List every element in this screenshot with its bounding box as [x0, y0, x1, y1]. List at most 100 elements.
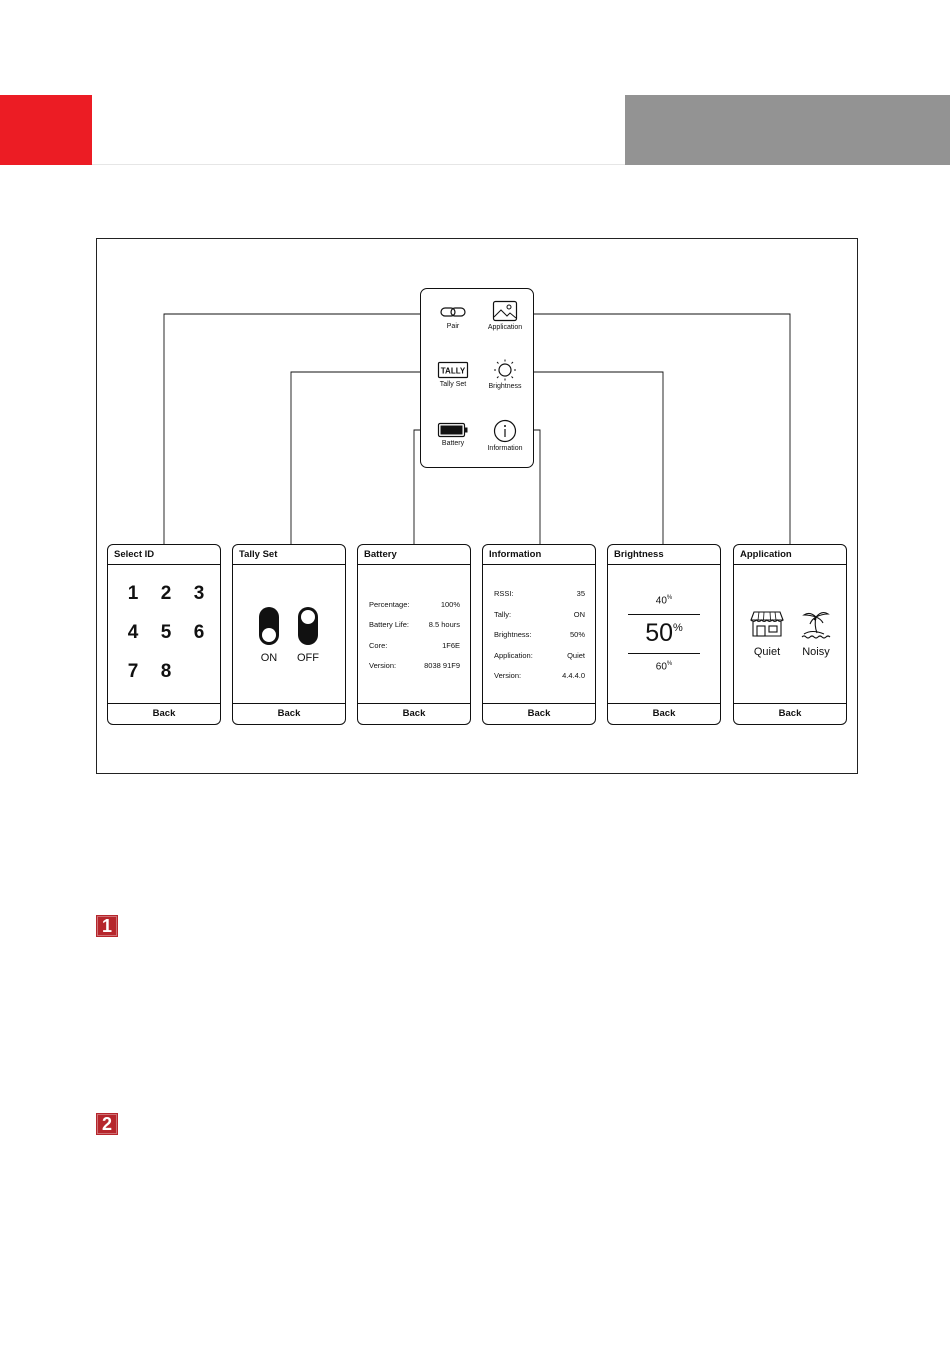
- battery-row: Version:8038 91F9: [369, 661, 460, 670]
- palm-tree-icon: [801, 611, 831, 639]
- row-value: 50%: [569, 630, 585, 639]
- row-value: 8.5 hours: [428, 620, 460, 629]
- tally-on-switch[interactable]: [259, 607, 279, 645]
- battery-row: Core: 1F6E: [369, 641, 460, 650]
- main-menu: Pair Application TALLY Tally Set Brightn…: [420, 288, 534, 468]
- row-key: Application:: [494, 651, 533, 660]
- tally-off-switch[interactable]: [298, 607, 318, 645]
- panel-select-id: Select ID 1 2 3 4 5 6 7 8 Back: [107, 544, 221, 725]
- id-key-7[interactable]: 7: [127, 661, 139, 682]
- row-value: ON: [573, 610, 585, 619]
- back-button[interactable]: Back: [358, 703, 470, 724]
- row-value: 4.4.4.0: [562, 671, 585, 680]
- info-row: Application: Quiet: [494, 651, 585, 660]
- info-row: Tally: ON: [494, 610, 585, 619]
- id-key-5[interactable]: 5: [160, 622, 172, 643]
- row-key: Version:: [369, 661, 397, 670]
- brightness-unit: %: [673, 622, 683, 634]
- menu-item-pair[interactable]: Pair: [428, 303, 478, 330]
- info-row: Brightness: 50%: [494, 630, 585, 639]
- menu-label: Pair: [446, 323, 460, 330]
- back-button[interactable]: Back: [483, 703, 595, 724]
- menu-label: Application: [487, 324, 523, 331]
- application-option-quiet[interactable]: Quiet: [744, 609, 790, 658]
- id-key-6[interactable]: 6: [193, 622, 205, 643]
- option-label: Quiet: [753, 646, 781, 658]
- info-icon: [493, 419, 517, 443]
- panel-tally-set: Tally Set ON OFF Back: [232, 544, 346, 725]
- panel-title: Select ID: [108, 545, 220, 565]
- tally-icon: TALLY: [437, 361, 469, 379]
- panel-brightness: Brightness 40% 50% 60% Back: [607, 544, 721, 725]
- row-value: 1F6E: [442, 641, 460, 650]
- brightness-value: 40: [655, 595, 667, 607]
- menu-label: Battery: [441, 440, 465, 447]
- header-divider: [92, 164, 625, 165]
- divider: [628, 614, 700, 615]
- brightness-option-lower[interactable]: 60%: [608, 661, 720, 672]
- brightness-option-upper[interactable]: 40%: [608, 595, 720, 606]
- menu-item-application[interactable]: Application: [480, 300, 530, 331]
- row-key: Core:: [369, 641, 388, 650]
- row-key: Tally:: [494, 610, 512, 619]
- menu-label: Brightness: [488, 383, 522, 390]
- panel-information: Information RSSI: 35 Tally: ON Brightness:…: [482, 544, 596, 725]
- panel-title: Battery: [358, 545, 470, 565]
- brightness-current: 50%: [608, 619, 720, 648]
- row-key: Battery Life:: [369, 620, 410, 629]
- brightness-unit: %: [666, 595, 673, 601]
- id-key-2[interactable]: 2: [160, 583, 172, 604]
- id-key-8[interactable]: 8: [160, 661, 172, 682]
- tally-icon-text: TALLY: [441, 367, 466, 376]
- row-key: Version:: [494, 671, 522, 680]
- panel-title: Brightness: [608, 545, 720, 565]
- menu-item-tally-set[interactable]: TALLY Tally Set: [428, 361, 478, 388]
- back-button[interactable]: Back: [108, 703, 220, 724]
- back-button[interactable]: Back: [233, 703, 345, 724]
- id-key-3[interactable]: 3: [193, 583, 205, 604]
- brightness-unit: %: [666, 661, 673, 667]
- panel-application: Application Quiet: [733, 544, 847, 725]
- id-key-1[interactable]: 1: [127, 583, 139, 604]
- battery-row: Percentage: 100%: [369, 600, 460, 609]
- option-label: Noisy: [802, 646, 830, 658]
- image-icon: [492, 300, 518, 322]
- row-value: 35: [576, 589, 585, 598]
- header-gray-block: [625, 95, 950, 165]
- battery-icon: [437, 422, 468, 438]
- row-value: 100%: [440, 600, 460, 609]
- switch-knob: [262, 628, 276, 642]
- panel-title: Application: [734, 545, 846, 565]
- id-key-4[interactable]: 4: [127, 622, 139, 643]
- info-row: RSSI: 35: [494, 589, 585, 598]
- battery-row: Battery Life: 8.5 hours: [369, 620, 460, 629]
- menu-label: Information: [487, 445, 523, 452]
- panel-title: Information: [483, 545, 595, 565]
- application-option-noisy[interactable]: Noisy: [793, 609, 839, 658]
- menu-diagram-frame: [96, 238, 858, 774]
- section-badge-2: 2: [96, 1113, 118, 1135]
- menu-label: Tally Set: [439, 381, 467, 388]
- info-row: Version: 4.4.4.0: [494, 671, 585, 680]
- back-button[interactable]: Back: [734, 703, 846, 724]
- shop-icon: [750, 611, 784, 637]
- section-badge-1: 1: [96, 915, 118, 937]
- row-value: Quiet: [567, 651, 585, 660]
- divider: [628, 653, 700, 654]
- tally-off-label: OFF: [297, 652, 319, 664]
- menu-item-information[interactable]: Information: [480, 419, 530, 452]
- tally-on-label: ON: [260, 652, 278, 664]
- row-key: Percentage:: [369, 600, 410, 609]
- sun-icon: [494, 359, 516, 381]
- brightness-value: 60: [655, 661, 667, 673]
- row-key: Brightness:: [494, 630, 532, 639]
- header-red-block: [0, 95, 92, 165]
- panel-title: Tally Set: [233, 545, 345, 565]
- link-icon: [440, 307, 466, 317]
- row-key: RSSI:: [494, 589, 514, 598]
- brightness-value: 50: [645, 619, 674, 647]
- menu-item-battery[interactable]: Battery: [428, 422, 478, 447]
- switch-knob: [301, 610, 315, 624]
- menu-item-brightness[interactable]: Brightness: [480, 359, 530, 390]
- back-button[interactable]: Back: [608, 703, 720, 724]
